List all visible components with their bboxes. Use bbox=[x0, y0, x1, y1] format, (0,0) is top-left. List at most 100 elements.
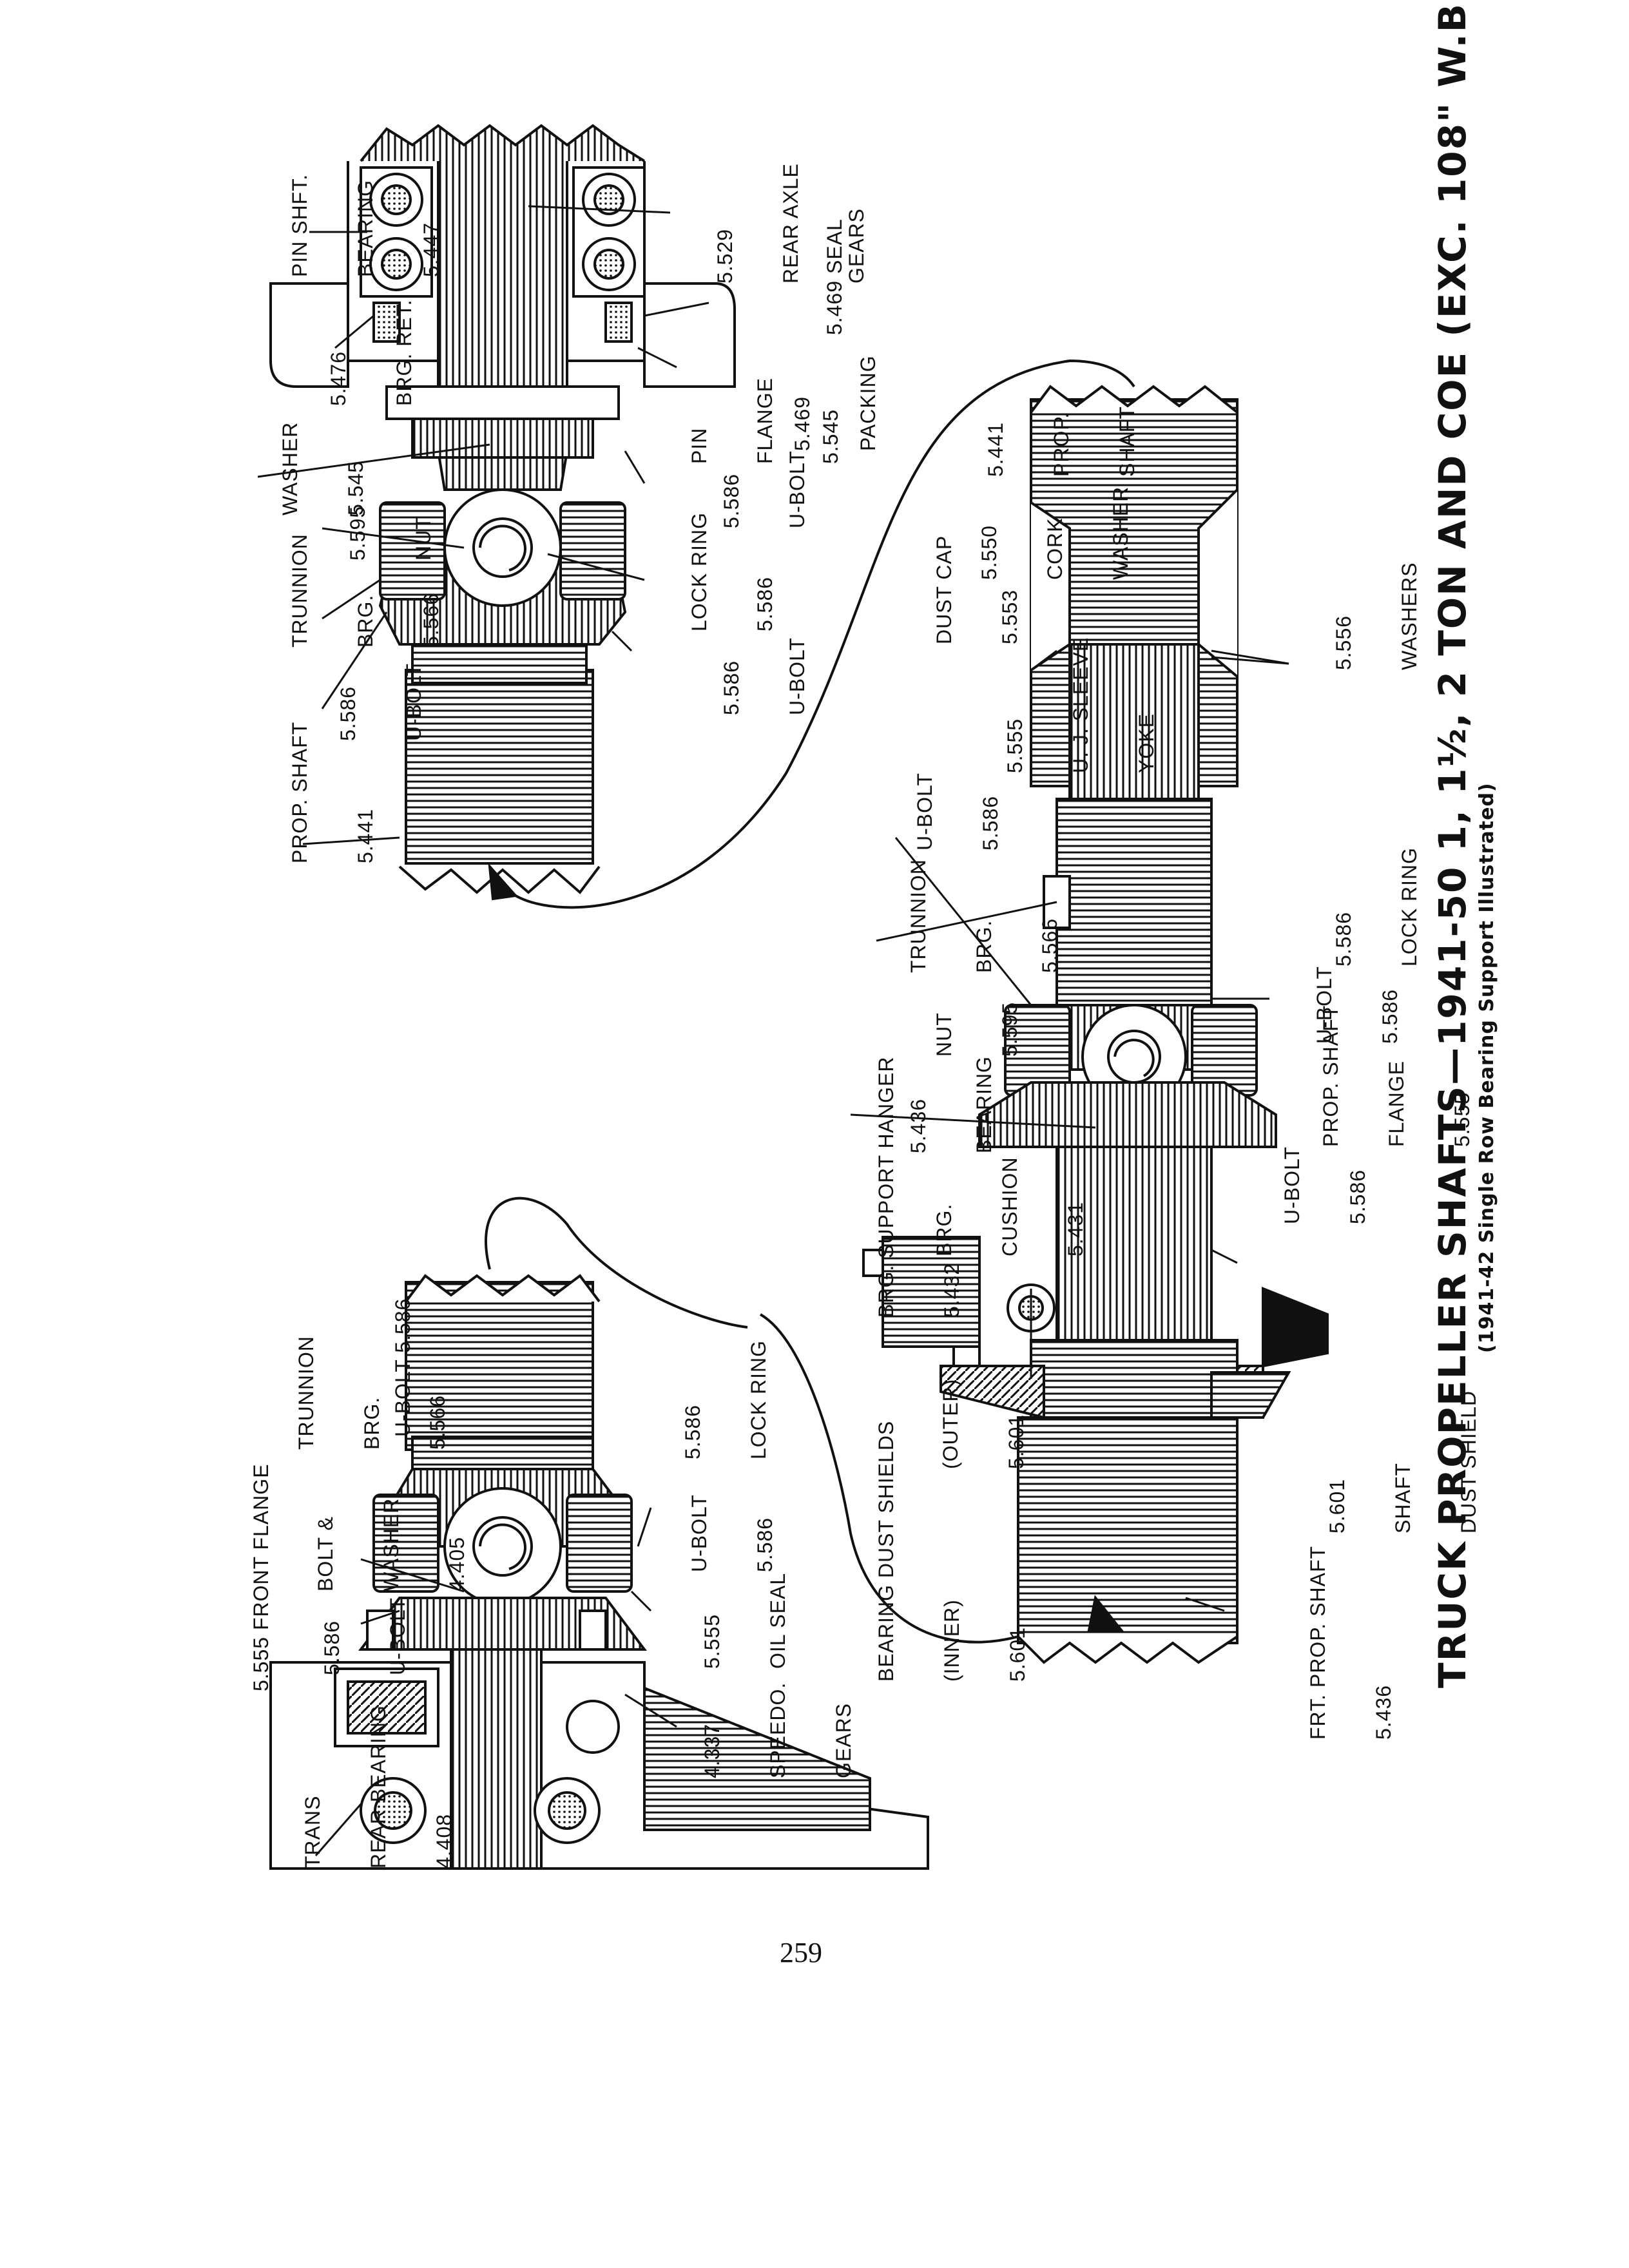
label-line: SHAFT bbox=[1115, 406, 1139, 477]
label-oil-seal: 5.555 OIL SEAL bbox=[657, 1573, 811, 1669]
label-line: U-BOLT 5.586 bbox=[391, 1298, 414, 1437]
leader-lines bbox=[257, 205, 1289, 1856]
label-line: U-BOLT bbox=[402, 663, 425, 741]
label-line: BRG. bbox=[932, 1203, 956, 1256]
label-prop-shaft-top: PROP. SHAFT 5.441 bbox=[245, 722, 398, 863]
label-line: 5.601 bbox=[1325, 1478, 1349, 1533]
label-line: 5.586 bbox=[336, 686, 360, 741]
top-assembly bbox=[269, 124, 1135, 909]
label-line: 5.436 bbox=[1372, 1684, 1395, 1740]
label-line: 4.405 bbox=[445, 1536, 468, 1591]
label-line: CUSHION bbox=[998, 1157, 1021, 1256]
label-u-bolt-bl-top: U-BOLT 5.586 bbox=[348, 1298, 436, 1437]
label-line: TRUNNION bbox=[294, 1336, 318, 1450]
label-u-bolt-top-left: 5.586 U-BOLT bbox=[293, 663, 447, 741]
page-number: 259 bbox=[780, 1937, 822, 1968]
label-line: BEARING bbox=[354, 179, 377, 277]
label-u-bolt-bl-b: U-BOLT 5.586 bbox=[644, 1494, 798, 1572]
label-line: WASHER bbox=[278, 421, 302, 515]
label-trunnion-brg-br: TRUNNION BRG. 5.566 bbox=[863, 859, 1083, 973]
label-line: 5.586 bbox=[720, 660, 743, 715]
label-line: 5.555 bbox=[700, 1613, 724, 1669]
label-bearing-br: 5.436 BEARING bbox=[863, 1056, 1017, 1153]
label-line: YOKE bbox=[1135, 713, 1158, 773]
label-line: BRG. RET. bbox=[392, 299, 416, 406]
label-line: 5.529 bbox=[713, 228, 737, 284]
label-line: 5.555 bbox=[1003, 718, 1027, 773]
label-line: U-BOLT bbox=[688, 1494, 711, 1572]
label-nut-br: NUT 5.595 bbox=[889, 1002, 1043, 1057]
label-uj-sleeve-yoke: 5.555 U. J. SLEEVE YOKE bbox=[960, 637, 1179, 773]
label-line: 4.337 bbox=[700, 1723, 724, 1778]
label-line: 5.586 bbox=[979, 795, 1002, 850]
label-line: BOLT & bbox=[314, 1516, 337, 1591]
label-line: 5.545 bbox=[344, 460, 367, 515]
label-line: FLANGE bbox=[1385, 1060, 1408, 1147]
label-line: SHAFT bbox=[1391, 1463, 1414, 1533]
label-line: U-BOLT bbox=[913, 773, 936, 850]
label-brg-cushion: BRG. CUSHION 5.431 bbox=[889, 1157, 1108, 1256]
label-line: 5.469 SEAL bbox=[823, 218, 846, 335]
label-brg-ret: 5.476 BRG. RET. bbox=[284, 300, 437, 406]
label-line: (OUTER) bbox=[939, 1378, 962, 1469]
label-line: NUT bbox=[412, 516, 435, 561]
label-line: SPEEDO. bbox=[766, 1682, 789, 1778]
label-u-bolt-br-a: U-BOLT 5.586 bbox=[870, 773, 1023, 850]
label-trans-rear-bearing: TRANS REAR BEARING 4.408 bbox=[258, 1705, 477, 1869]
label-line: 5.595 bbox=[998, 1001, 1021, 1057]
label-u-bolt-top-right-b: 5.586 U-BOLT bbox=[677, 637, 830, 715]
label-line: BRG. bbox=[972, 919, 996, 973]
label-line: 5.555 FRONT FLANGE bbox=[249, 1463, 273, 1691]
label-line: 5.586 bbox=[320, 1620, 343, 1675]
label-bolt-washer: BOLT & WASHER 4.405 bbox=[271, 1498, 490, 1591]
label-washers: 5.556 WASHERS bbox=[1289, 562, 1442, 670]
label-line: 5.469 bbox=[791, 396, 814, 451]
label-line: 5.476 bbox=[327, 351, 350, 406]
label-speedo-gears: 4.337 SPEEDO. GEARS bbox=[657, 1682, 876, 1778]
label-line: OIL SEAL bbox=[766, 1572, 789, 1669]
label-u-bolt-br-c: U-BOLT 5.586 bbox=[1237, 1146, 1391, 1224]
label-frt-prop-shaft: FRT. PROP. SHAFT 5.436 bbox=[1263, 1546, 1416, 1740]
label-line: 5.431 bbox=[1064, 1201, 1087, 1256]
label-line: U-BOLT bbox=[786, 637, 809, 715]
label-line: 4.408 bbox=[432, 1813, 456, 1869]
label-line: 5.566 bbox=[1038, 918, 1061, 973]
label-line: 5.441 bbox=[984, 421, 1007, 477]
label-line: 5.447 bbox=[419, 222, 443, 277]
label-line: WASHER bbox=[1109, 486, 1132, 580]
label-line: BEARING DUST SHIELDS bbox=[874, 1420, 898, 1682]
label-u-bolt-bl-a: 5.586 U-BOLT bbox=[277, 1597, 430, 1675]
label-line: WASHERS bbox=[1398, 562, 1421, 670]
label-line: 5.441 bbox=[354, 808, 377, 863]
label-line: 5.586 bbox=[1332, 911, 1355, 966]
label-line: 5.556 bbox=[1332, 615, 1355, 670]
label-line: 5.586 bbox=[753, 576, 776, 631]
label-line: TRUNNION bbox=[907, 859, 930, 973]
label-line: 5.586 bbox=[1346, 1169, 1369, 1224]
label-line: U. J. SLEEVE bbox=[1069, 637, 1092, 773]
label-line: U-BOLT bbox=[1280, 1146, 1304, 1224]
label-line: PACKING bbox=[856, 355, 880, 451]
label-line: PROP. SHAFT bbox=[288, 721, 311, 863]
label-line: REAR BEARING bbox=[367, 1705, 390, 1869]
page-title: TRUCK PROPELLER SHAFTS—1941-50 1, 1½, 2 … bbox=[1431, 0, 1474, 1688]
label-line: PIN SHFT. bbox=[288, 173, 311, 277]
label-line: FRT. PROP. SHAFT bbox=[1306, 1545, 1329, 1740]
bottom-right-assembly bbox=[862, 385, 1329, 1664]
label-line: U-BOLT bbox=[386, 1597, 409, 1675]
label-lock-ring-top: LOCK RING 5.586 bbox=[644, 512, 798, 631]
label-line: PROP. SHAFT bbox=[1319, 1004, 1342, 1147]
label-cork-washer: 5.550 CORK WASHER bbox=[934, 486, 1153, 580]
label-prop-shaft-br: 5.441 PROP. SHAFT bbox=[941, 406, 1160, 477]
label-dust-shields-outer: (OUTER) 5.601 bbox=[896, 1379, 1049, 1469]
label-line: WASHER bbox=[380, 1497, 403, 1591]
label-line: 5.601 bbox=[1005, 1414, 1028, 1469]
label-lock-ring-br: 5.586 LOCK RING bbox=[1289, 847, 1442, 966]
label-line: BEARING bbox=[972, 1055, 996, 1153]
label-line: LOCK RING bbox=[688, 512, 711, 631]
label-line: LOCK RING bbox=[1398, 847, 1421, 966]
label-pin-shft-bearing: PIN SHFT. BEARING 5.447 bbox=[245, 174, 464, 277]
label-packing: 5.469 PACKING bbox=[747, 355, 901, 451]
label-line: LOCK RING bbox=[747, 1340, 770, 1459]
